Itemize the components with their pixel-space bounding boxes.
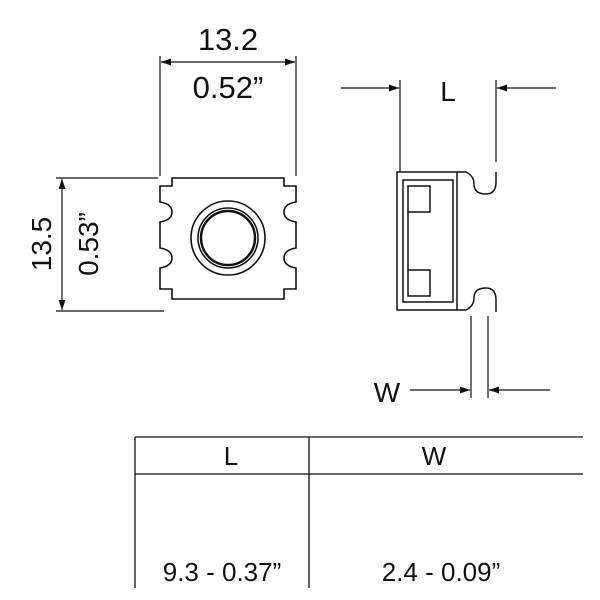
cage-outline — [159, 177, 297, 300]
width-dimension — [159, 56, 297, 176]
length-dimension — [341, 80, 556, 172]
side-body-outer — [396, 171, 458, 311]
front-view — [159, 177, 297, 300]
width-w-dimension — [410, 316, 550, 398]
side-clip-top — [457, 171, 497, 195]
table-cell-w-value: 2.4 - 0.09” — [382, 557, 501, 587]
width-inch-label: 0.52” — [193, 70, 264, 105]
table-header-w: W — [422, 441, 447, 471]
width-mm-label: 13.2 — [198, 22, 258, 57]
w-label: W — [374, 377, 401, 408]
nut-bore — [199, 209, 257, 267]
height-dimension — [56, 177, 164, 312]
nut-middle-ring — [197, 207, 259, 269]
nut-outer-ring — [190, 200, 266, 276]
side-flange-top — [407, 185, 431, 213]
size-table — [134, 436, 583, 588]
height-inch-label: 0.53” — [73, 212, 104, 276]
table-cell-l-value: 9.3 - 0.37” — [163, 557, 282, 587]
table-header-l: L — [224, 441, 238, 471]
height-mm-label: 13.5 — [26, 217, 57, 272]
side-clip-bottom — [457, 287, 497, 312]
side-view — [396, 171, 497, 312]
length-label: L — [440, 76, 456, 107]
side-flange-bottom — [407, 269, 431, 297]
side-body-inner — [402, 179, 454, 303]
